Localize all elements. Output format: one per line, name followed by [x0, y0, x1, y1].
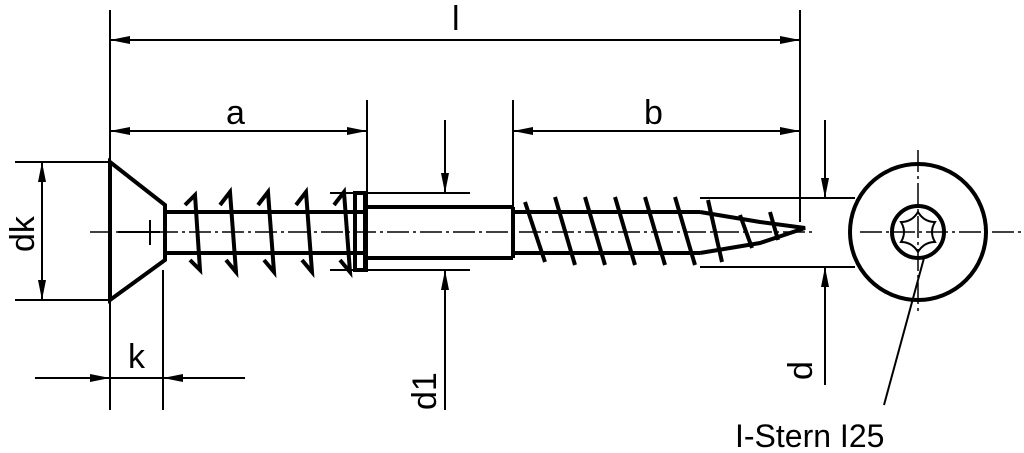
label-dk: dk [4, 215, 42, 252]
head-top-view [848, 150, 1022, 406]
label-k: k [128, 338, 146, 376]
label-d: d [782, 361, 820, 380]
label-b: b [644, 94, 663, 132]
screw-side-view [108, 157, 806, 304]
drive-note: I-Stern I25 [735, 418, 884, 453]
label-d1: d1 [406, 372, 444, 410]
extension-lines [15, 10, 855, 410]
label-a: a [226, 94, 245, 132]
leader-line [883, 257, 925, 406]
label-l: l [452, 0, 460, 38]
